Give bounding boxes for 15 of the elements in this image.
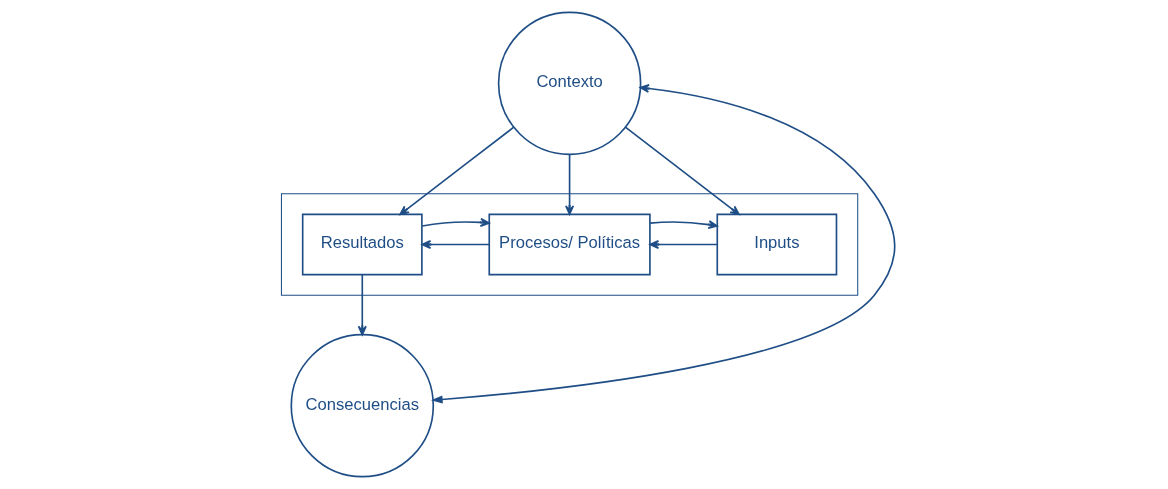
node-circle: Contexto [497, 11, 642, 156]
arrow [565, 153, 575, 216]
node-box: Inputs [716, 213, 838, 276]
node-box: Procesos/ Políticas [488, 213, 651, 276]
arrow [421, 239, 490, 250]
arrow [357, 273, 367, 336]
arrow [421, 217, 490, 227]
arrow [649, 220, 718, 230]
arrow [624, 126, 740, 216]
node-circle: Consecuencias [290, 333, 435, 478]
node-box: Resultados [301, 213, 423, 276]
arrow [399, 126, 515, 216]
arrow [649, 239, 718, 250]
cluster [280, 193, 859, 296]
arrow [431, 83, 896, 404]
